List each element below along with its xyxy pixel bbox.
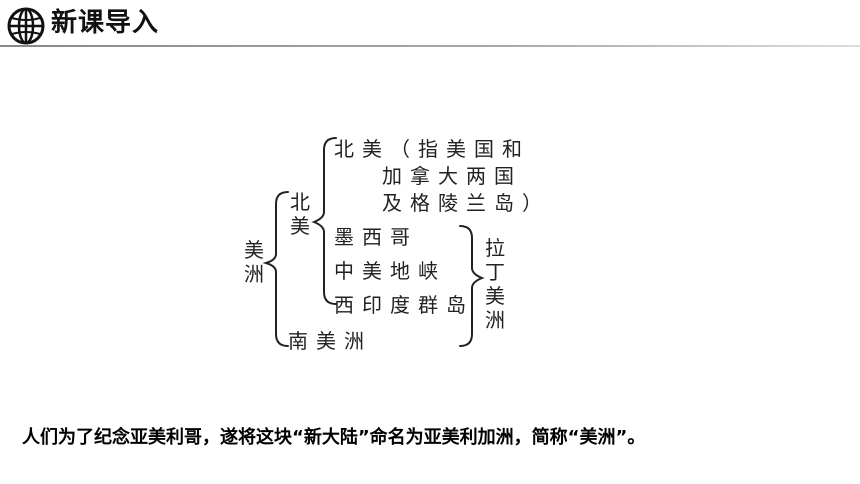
globe-icon [7, 7, 45, 45]
latin-america-label: 拉丁美洲 [485, 236, 505, 332]
north-label: 北美 [290, 190, 310, 238]
page-title: 新课导入 [51, 8, 160, 38]
slide-header: 新课导入 [0, 0, 860, 48]
west-indies-label: 西印度群岛 [334, 293, 474, 317]
central-america-label: 中美地峡 [334, 259, 446, 283]
latin-brace [459, 225, 485, 347]
south-america-label: 南美洲 [288, 329, 372, 353]
north-america-line-3: 及格陵兰岛） [382, 191, 550, 215]
north-america-line-1: 北美（指美国和 [334, 137, 530, 161]
north-brace [311, 137, 337, 305]
header-divider [0, 45, 860, 47]
root-brace [262, 191, 289, 347]
north-america-line-2: 加拿大两国 [382, 164, 522, 188]
caption-text: 人们为了纪念亚美利哥，遂将这块“新大陆”命名为亚美利加洲，简称“美洲”。 [22, 427, 646, 448]
root-label: 美洲 [244, 238, 264, 286]
mexico-label: 墨西哥 [334, 225, 418, 249]
